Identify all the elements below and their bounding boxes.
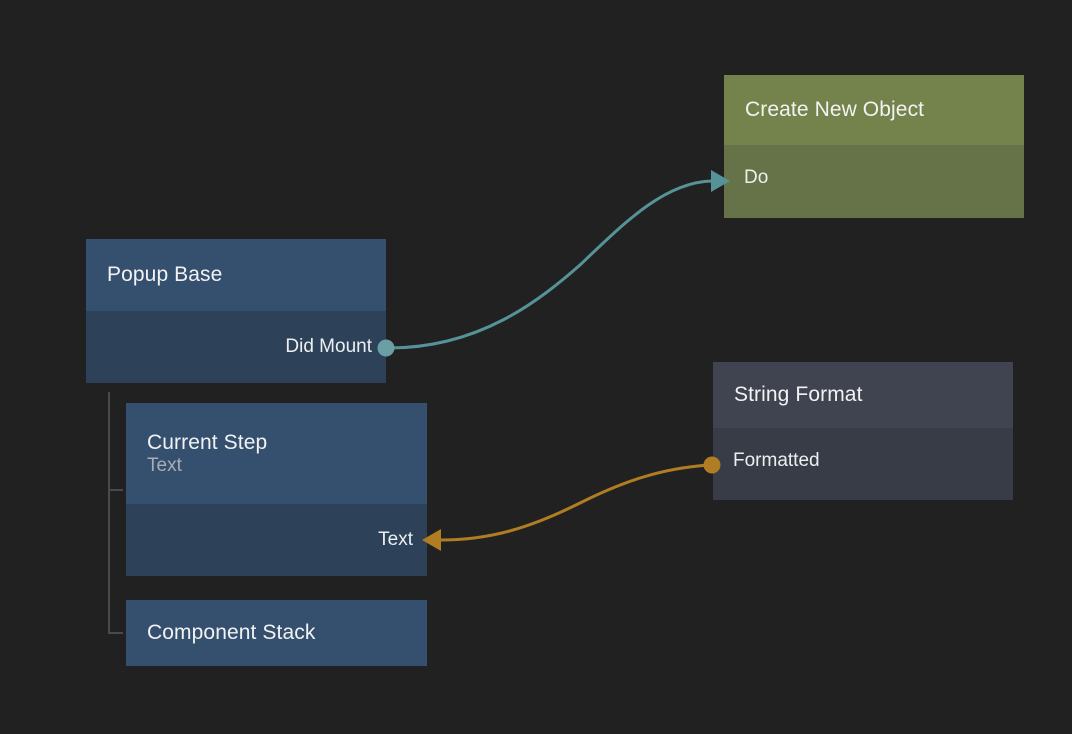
node-subtitle: Text bbox=[147, 454, 182, 476]
node-create-new-object[interactable]: Create New Object Do bbox=[724, 75, 1024, 218]
port-did-mount[interactable]: Did Mount bbox=[285, 336, 372, 358]
node-title: Component Stack bbox=[147, 620, 316, 644]
node-header: Popup Base bbox=[86, 239, 386, 311]
port-text[interactable]: Text bbox=[378, 529, 413, 551]
tree-branch-component-stack bbox=[108, 632, 123, 634]
node-title: Create New Object bbox=[745, 97, 925, 121]
port-label: Do bbox=[744, 167, 769, 188]
node-header: String Format bbox=[713, 362, 1013, 428]
tree-spine bbox=[108, 392, 110, 634]
node-title: Popup Base bbox=[107, 262, 223, 286]
node-body: Text bbox=[126, 504, 427, 576]
node-component-stack[interactable]: Component Stack bbox=[126, 600, 427, 666]
node-popup-base[interactable]: Popup Base Did Mount bbox=[86, 239, 386, 383]
node-string-format[interactable]: String Format Formatted bbox=[713, 362, 1013, 500]
node-header: Create New Object bbox=[724, 75, 1024, 145]
node-body: Did Mount bbox=[86, 311, 386, 383]
wire-formatted-to-text[interactable] bbox=[438, 463, 712, 542]
node-current-step[interactable]: Current Step Text Text bbox=[126, 403, 427, 576]
port-label: Text bbox=[378, 529, 413, 550]
port-label: Formatted bbox=[733, 450, 820, 471]
tree-branch-current-step bbox=[108, 489, 123, 491]
port-formatted[interactable]: Formatted bbox=[733, 450, 820, 472]
node-body: Formatted bbox=[713, 428, 1013, 500]
port-do[interactable]: Do bbox=[744, 167, 768, 189]
node-body: Do bbox=[724, 145, 1024, 218]
wire-did-mount-to-do[interactable] bbox=[387, 179, 714, 350]
node-header: Current Step Text bbox=[126, 403, 427, 504]
node-title: Current Step bbox=[147, 430, 268, 454]
node-title: String Format bbox=[734, 382, 863, 406]
node-header: Component Stack bbox=[126, 600, 427, 666]
port-label: Did Mount bbox=[285, 336, 372, 357]
